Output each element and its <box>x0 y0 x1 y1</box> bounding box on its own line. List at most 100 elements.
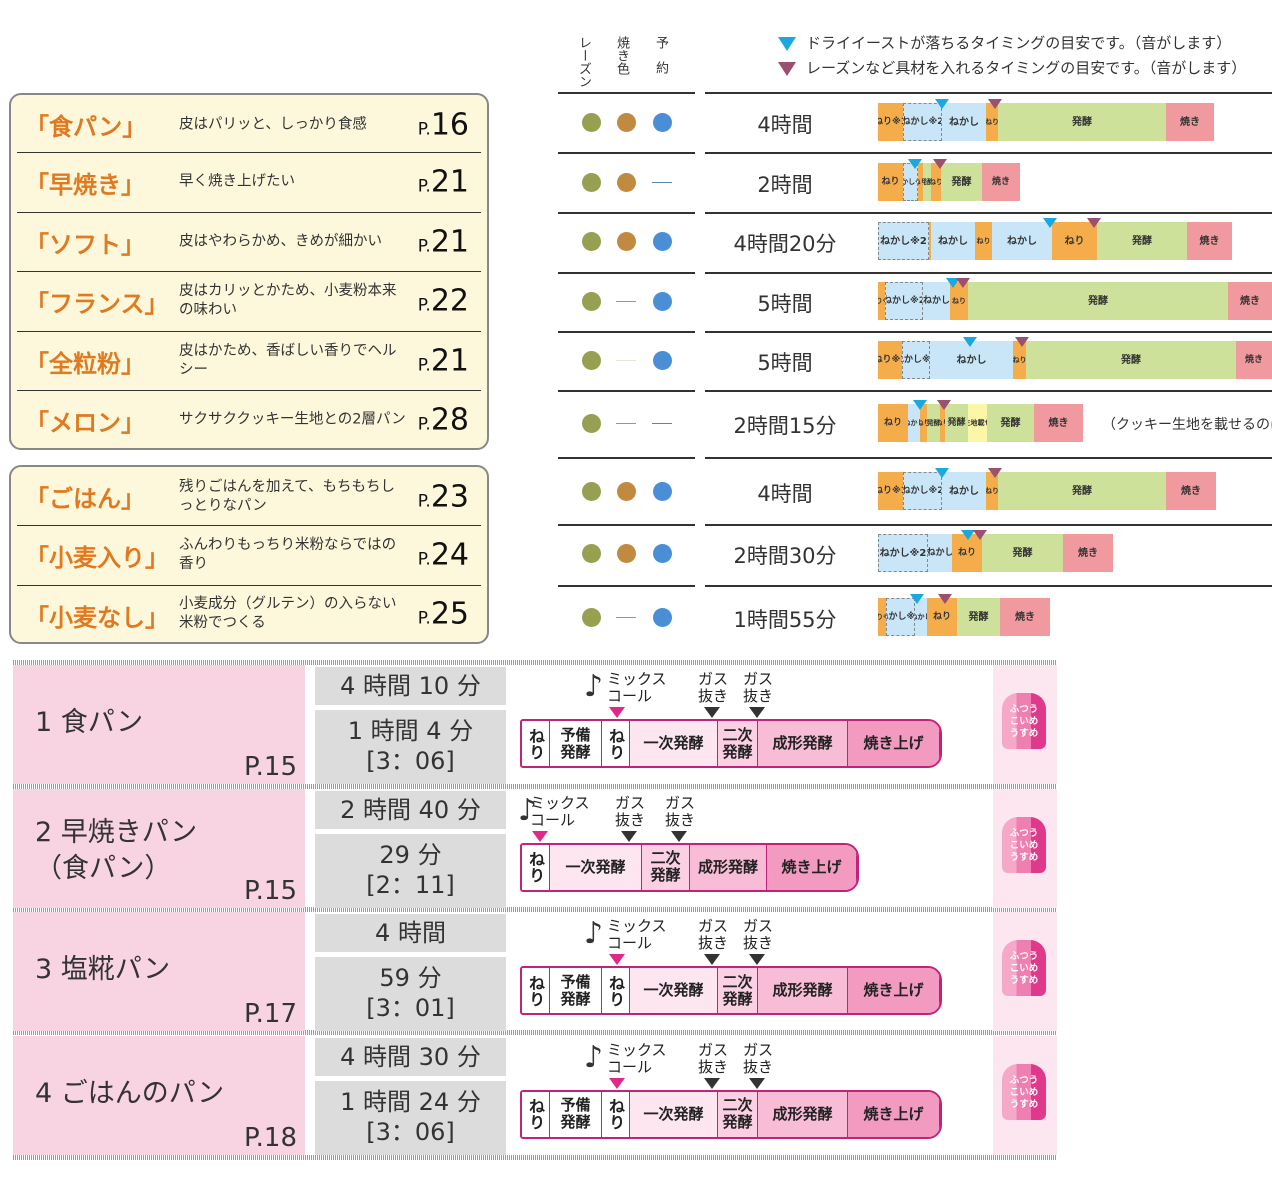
timeline-segment: 焼き <box>1236 341 1272 379</box>
page-prefix: P. <box>417 236 431 257</box>
page-number: 28 <box>430 402 469 437</box>
header-raisin: レーズン <box>576 36 591 88</box>
menu-page: P.21 <box>418 344 469 379</box>
timeline-segment: ねり <box>975 222 992 260</box>
menu-page: P.21 <box>418 165 469 200</box>
reserve-dot <box>653 608 672 627</box>
raisin-dot <box>582 414 601 433</box>
timeline-segment: 焼き <box>1000 598 1050 636</box>
timeline-segment: 発酵 <box>982 534 1063 572</box>
program-sub-duration: 1 時間 4 分 <box>347 717 474 745</box>
timeline-segment: 焼き <box>1063 534 1113 572</box>
program-phase: ねり <box>602 1091 630 1137</box>
page-number: 21 <box>430 164 469 200</box>
timeline-segment: ねり※1 <box>878 282 885 320</box>
program-phase: 予備 発酵 <box>550 721 602 766</box>
program-phase: ねり <box>522 721 550 766</box>
ingredient-marker <box>956 278 970 288</box>
menu-time: 5時間 <box>757 292 813 316</box>
page-number: 24 <box>430 537 469 573</box>
row-divider <box>558 212 695 214</box>
menu-description: サクサククッキー生地との2層パン <box>179 411 406 427</box>
ingredient-marker <box>933 159 947 169</box>
program-phase: 二次 発酵 <box>642 844 690 890</box>
menu-box-rice <box>9 465 489 644</box>
timeline-segment: 発酵 <box>957 598 1000 636</box>
mauve-triangle-icon <box>778 61 796 76</box>
crust-color-badge-icon: ふつう こいめ うすめ <box>1002 816 1046 873</box>
timeline-segment: ねかし※2 <box>878 222 929 260</box>
legend-yeast-text: ドライイーストが落ちるタイミングの目安です。（音がします） <box>806 34 1232 52</box>
program-timeline-bar: ねり一次発酵二次 発酵成形発酵焼き上げ <box>520 842 859 892</box>
timeline-segment: ねかし <box>942 103 986 141</box>
menu-description: 残りごはんを加えて、もちもちしっとりなパン <box>179 478 396 514</box>
menu-time: 4時間 <box>757 113 813 137</box>
crust-color-badge-icon: ふつう こいめ うすめ <box>1002 693 1046 749</box>
menu-description: 皮はカリッとかため、小麦粉本来の味わい <box>179 283 397 318</box>
timeline-segment: ねり※1 <box>878 103 903 141</box>
gas-release-marker <box>621 830 637 842</box>
timeline-segment: 発酵 <box>923 163 931 201</box>
page-prefix: P. <box>417 608 431 629</box>
program-sub-time: 1 時間 4 分[3：06] <box>315 710 506 784</box>
program-name: 3 塩糀パン <box>35 954 171 985</box>
crust-color-badge-icon: ふつう こいめ うすめ <box>1002 1063 1046 1120</box>
menu-name: 「全粒粉」 <box>25 350 145 378</box>
row-divider <box>705 212 1272 214</box>
program-page: P.15 <box>244 752 297 782</box>
yeast-drop-marker <box>961 530 975 540</box>
ingredient-marker <box>937 400 951 410</box>
program-phase: 焼き上げ <box>848 1091 940 1137</box>
program-phase: 焼き上げ <box>767 844 857 890</box>
reserve-none-dash <box>652 182 672 183</box>
program-phase: 一次発酵 <box>550 844 642 890</box>
yeast-drop-marker <box>910 594 924 604</box>
menu-page: P.25 <box>418 597 469 632</box>
gas-release-marker <box>671 830 687 842</box>
timeline-segment: ねかし※2 <box>885 282 923 320</box>
program-sub-time: 1 時間 24 分[3：06] <box>315 1080 506 1155</box>
gas-release-marker <box>704 1077 720 1089</box>
program-phase: 二次 発酵 <box>718 968 758 1013</box>
raisin-dot <box>582 544 601 563</box>
menu-page: P.23 <box>418 479 469 514</box>
reserve-dot <box>653 544 672 563</box>
raisin-dot <box>582 232 601 251</box>
program-sub-time: 29 分[2：11] <box>315 833 506 908</box>
reserve-dot <box>653 232 672 251</box>
row-divider <box>558 331 695 333</box>
page-prefix: P. <box>417 414 431 434</box>
gas-release-label: ガス 抜き <box>615 793 646 829</box>
timeline-segment: ねり <box>986 472 998 510</box>
row-divider <box>558 390 695 392</box>
ingredient-marker <box>988 468 1002 478</box>
timeline-segment: 発酵 <box>968 282 1228 320</box>
program-phase: 一次発酵 <box>630 721 718 766</box>
dotted-divider <box>13 907 1057 912</box>
color-none-dash <box>616 423 636 424</box>
legend-yeast: ドライイーストが落ちるタイミングの目安です。（音がします） <box>778 32 1231 53</box>
timeline-segment: 生地載せ <box>968 404 987 442</box>
program-timeline-bar: ねり予備 発酵ねり一次発酵二次 発酵成形発酵焼き上げ <box>520 1089 942 1139</box>
yeast-drop-marker <box>963 337 977 347</box>
program-name: 1 食パン <box>35 707 144 738</box>
yeast-drop-marker <box>913 400 927 410</box>
